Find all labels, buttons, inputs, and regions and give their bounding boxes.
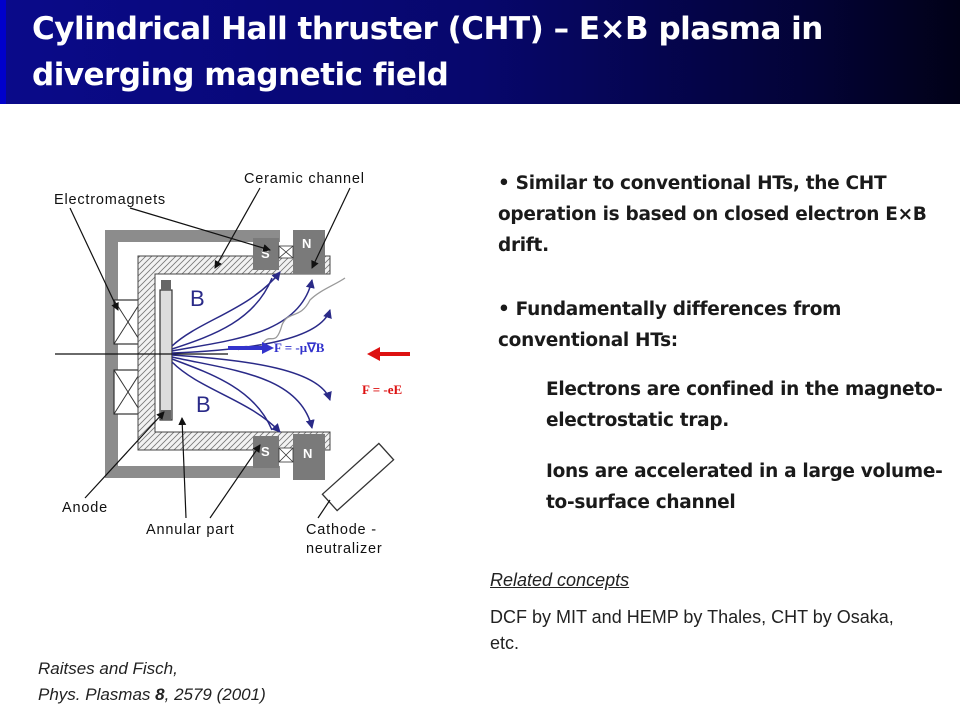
citation-line-1: Raitses and Fisch, [38, 659, 178, 678]
citation-journal: Phys. Plasmas [38, 685, 156, 704]
b-top-label: B [190, 286, 205, 311]
pole-s-top [253, 238, 279, 270]
bullet-2: • Fundamentally differences from convent… [498, 299, 842, 351]
sub-bullet-1: Electrons are confined in the magneto-el… [546, 379, 943, 431]
pole-n-top-label: N [302, 236, 312, 251]
b-bottom-label: B [196, 392, 211, 417]
cathode-neutralizer [321, 442, 395, 512]
related-concepts-text: DCF by MIT and HEMP by Thales, CHT by Os… [490, 607, 894, 653]
cathode-label-line1: Cathode - [306, 522, 377, 538]
title-bar: Cylindrical Hall thruster (CHT) – E×B pl… [0, 0, 960, 104]
cht-diagram: S N S N F = -μ∇B F = -eE B B Electromagn… [54, 171, 410, 557]
electromagnets-label: Electromagnets [54, 192, 166, 208]
pole-s-top-label: S [261, 246, 270, 261]
anode-label: Anode [62, 500, 108, 516]
force-grad-label: F = -μ∇B [274, 340, 325, 355]
ceramic-channel-label: Ceramic channel [244, 171, 365, 187]
citation-volume: 8 [155, 685, 165, 704]
title-accent [0, 0, 6, 104]
ceramic-channel [137, 255, 331, 451]
cathode-label-line2: neutralizer [306, 541, 383, 557]
slide-title: Cylindrical Hall thruster (CHT) – E×B pl… [32, 11, 823, 93]
anode [159, 289, 173, 421]
related-concepts-heading: Related concepts [490, 570, 630, 590]
pole-s-bottom-label: S [261, 444, 270, 459]
annular-part-label: Annular part [146, 522, 235, 538]
citation-pages: , 2579 (2001) [164, 685, 266, 704]
citation-line-2: Phys. Plasmas 8, 2579 (2001) [38, 682, 266, 708]
pole-n-bottom [293, 434, 325, 480]
force-e-label: F = -eE [362, 382, 402, 397]
field-lines [171, 271, 332, 433]
pole-n-bottom-label: N [303, 446, 313, 461]
citation: Raitses and Fisch, Phys. Plasmas 8, 2579… [38, 656, 266, 708]
bullet-1: • Similar to conventional HTs, the CHT o… [498, 173, 927, 256]
sub-bullet-2: Ions are accelerated in a large volume-t… [546, 461, 943, 513]
